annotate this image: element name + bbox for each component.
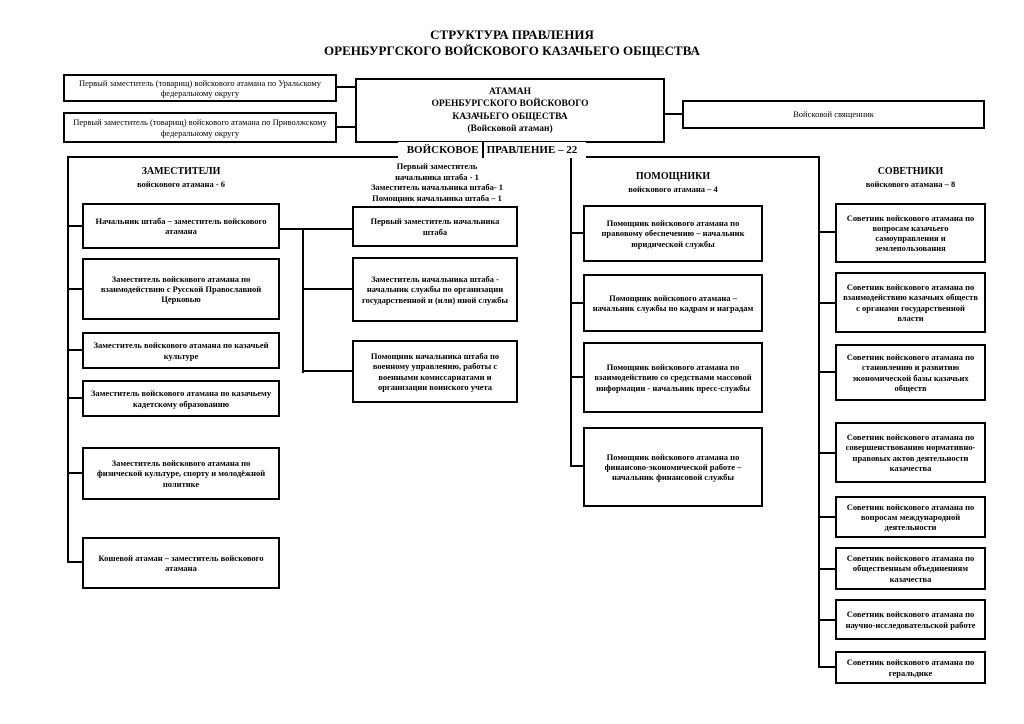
board-label-left: ВОЙСКОВОЕ — [406, 144, 479, 156]
org-box-assistant-2: Помощник войскового атамана – начальник … — [583, 274, 763, 332]
org-box-deputy-5: Заместитель войскового атамана по физиче… — [82, 447, 280, 500]
connector-staff-3 — [302, 370, 352, 372]
org-box-advisor-8: Советник войскового атамана по геральдик… — [835, 651, 986, 684]
assistants-header-line2: войскового атамана – 4 — [628, 183, 718, 194]
org-box-deputy-6: Кошевой атаман – заместитель войскового … — [82, 537, 280, 589]
connector-ataman-priest — [665, 113, 682, 115]
connector-advisor-1 — [818, 231, 835, 233]
connector-advisor-3 — [818, 371, 835, 373]
assistants-spine-line — [570, 156, 572, 467]
ataman-line1: АТАМАН — [489, 86, 531, 97]
connector-advisor-2 — [818, 302, 835, 304]
advisors-header-line1: СОВЕТНИКИ — [877, 166, 944, 177]
page-title-line2: ОРЕНБУРГСКОГО ВОЙСКОВОГО КАЗАЧЬЕГО ОБЩЕС… — [324, 43, 700, 59]
connector-privolzhsky-ataman — [337, 126, 355, 128]
column-header-deputies: ЗАМЕСТИТЕЛИ войскового атамана - 6 — [82, 166, 280, 189]
connector-ural-ataman — [337, 86, 355, 88]
ataman-line3: КАЗАЧЬЕГО ОБЩЕСТВА — [452, 111, 568, 122]
org-box-advisor-4: Советник войскового атамана по совершенс… — [835, 422, 986, 483]
org-box-assistant-3: Помощник войскового атамана по взаимодей… — [583, 342, 763, 413]
ataman-line4: (Войсковой атаман) — [467, 123, 553, 134]
org-box-assistant-1: Помощник войскового атамана по правовому… — [583, 205, 763, 262]
advisors-header-line2: войскового атамана – 8 — [865, 178, 956, 189]
connector-deputy-2 — [67, 288, 82, 290]
connector-ataman-board — [481, 142, 484, 158]
deputies-spine-line — [67, 156, 69, 563]
connector-chief-to-staff — [280, 228, 353, 230]
org-box-staff-1: Первый заместитель начальника штаба — [352, 206, 518, 247]
connector-assistant-4 — [570, 465, 583, 467]
org-box-advisor-3: Советник войскового атамана по становлен… — [835, 344, 986, 401]
staff-header-line2: начальника штаба - 1 — [395, 171, 479, 182]
connector-deputy-6 — [67, 561, 82, 563]
staff-header-line3: Заместитель начальника штаба- 1 — [370, 182, 504, 193]
org-box-deputy-1: Начальник штаба – заместитель войскового… — [82, 203, 280, 249]
connector-deputy-1 — [67, 225, 82, 227]
connector-advisor-4 — [818, 452, 835, 454]
connector-assistant-1 — [570, 232, 583, 234]
org-box-priest: Войсковой священник — [682, 100, 985, 129]
connector-staff-2 — [302, 288, 352, 290]
ataman-line2: ОРЕНБУРГСКОГО ВОЙСКОВОГО — [431, 99, 589, 110]
org-box-advisor-1: Советник войскового атамана по вопросам … — [835, 203, 986, 263]
column-header-staff: Первый заместитель начальника штаба - 1 … — [357, 161, 517, 204]
staff-header-line1: Первый заместитель — [396, 161, 478, 171]
board-label-right: ПРАВЛЕНИЕ – 22 — [486, 144, 578, 156]
board-label: ВОЙСКОВОЕ ПРАВЛЕНИЕ – 22 — [398, 142, 586, 158]
deputies-header-line2: войскового атамана - 6 — [136, 178, 226, 189]
connector-deputy-3 — [67, 349, 82, 351]
connector-assistant-2 — [570, 302, 583, 304]
connector-deputy-5 — [67, 472, 82, 474]
connector-advisor-7 — [818, 619, 835, 621]
connector-assistant-3 — [570, 376, 583, 378]
org-box-advisor-6: Советник войскового атамана по обществен… — [835, 547, 986, 590]
org-box-assistant-4: Помощник войскового атамана по финансово… — [583, 427, 763, 507]
staff-spine-line — [302, 228, 304, 373]
org-box-deputy-3: Заместитель войскового атамана по казачь… — [82, 332, 280, 369]
connector-advisor-8 — [818, 666, 835, 668]
column-header-advisors: СОВЕТНИКИ войскового атамана – 8 — [835, 166, 986, 189]
org-box-advisor-2: Советник войскового атамана по взаимодей… — [835, 272, 986, 333]
page-title: СТРУКТУРА ПРАВЛЕНИЯ ОРЕНБУРГСКОГО ВОЙСКО… — [0, 27, 1024, 60]
org-box-deputy-privolzhsky: Первый заместитель (товарищ) войскового … — [63, 112, 337, 143]
connector-advisor-6 — [818, 568, 835, 570]
org-box-advisor-5: Советник войскового атамана по вопросам … — [835, 496, 986, 538]
connector-advisor-5 — [818, 516, 835, 518]
column-header-assistants: ПОМОЩНИКИ войскового атамана – 4 — [583, 171, 763, 194]
advisors-spine-line — [818, 156, 820, 668]
org-box-deputy-2: Заместитель войскового атамана по взаимо… — [82, 258, 280, 320]
staff-header-line4: Помощник начальника штаба – 1 — [372, 192, 502, 203]
assistants-header-line1: ПОМОЩНИКИ — [635, 171, 711, 182]
org-box-staff-2: Заместитель начальника штаба - начальник… — [352, 257, 518, 322]
org-box-ataman: АТАМАН ОРЕНБУРГСКОГО ВОЙСКОВОГО КАЗАЧЬЕГ… — [355, 78, 665, 143]
page-title-line1: СТРУКТУРА ПРАВЛЕНИЯ — [430, 27, 594, 42]
deputies-header-line1: ЗАМЕСТИТЕЛИ — [141, 166, 221, 177]
org-box-deputy-ural: Первый заместитель (товарищ) войскового … — [63, 74, 337, 102]
connector-deputy-4 — [67, 397, 82, 399]
org-box-advisor-7: Советник войскового атамана по научно-ис… — [835, 599, 986, 640]
org-box-staff-3: Помощник начальника штаба по военному уп… — [352, 340, 518, 403]
org-box-deputy-4: Заместитель войскового атамана по казачь… — [82, 380, 280, 417]
